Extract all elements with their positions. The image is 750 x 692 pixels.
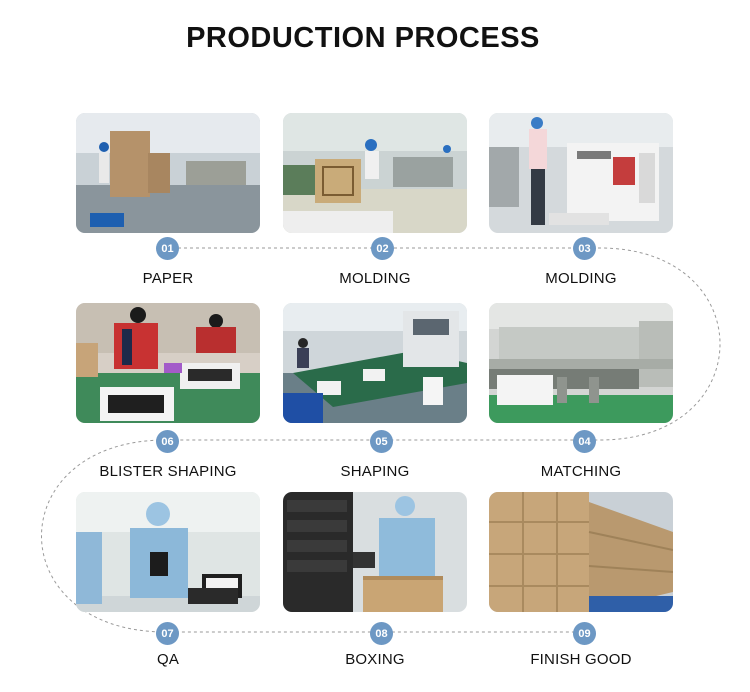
boxing-photo: 08 xyxy=(283,492,467,645)
molding-photo-1: 02 xyxy=(283,113,467,260)
step-finish-good: 09 FINISH GOOD xyxy=(489,492,673,668)
step-matching: 04 MATCHING xyxy=(489,303,673,480)
paper-photo: 01 xyxy=(76,113,260,260)
step-blister-shaping: 06 BLISTER SHAPING xyxy=(76,303,260,480)
step-label: FINISH GOOD xyxy=(530,651,632,668)
step-label: PAPER xyxy=(142,270,194,287)
page-title: PRODUCTION PROCESS xyxy=(186,22,540,54)
step-number-badge: 04 xyxy=(573,430,596,453)
step-qa: 07 QA xyxy=(76,492,260,668)
step-label: MATCHING xyxy=(540,463,622,480)
step-label: QA xyxy=(156,651,180,668)
matching-photo: 04 xyxy=(489,303,673,453)
step-label: MOLDING xyxy=(545,270,617,287)
blister-shaping-photo: 06 xyxy=(76,303,260,453)
step-molding-2: 03 MOLDING xyxy=(489,113,673,287)
step-number-badge: 03 xyxy=(573,237,596,260)
step-molding-1: 02 MOLDING xyxy=(283,113,467,287)
step-label: BOXING xyxy=(345,651,405,668)
step-number-badge: 08 xyxy=(370,622,393,645)
step-number-badge: 02 xyxy=(371,237,394,260)
qa-photo: 07 xyxy=(76,492,260,645)
step-label: MOLDING xyxy=(339,270,411,287)
step-shaping: 05 SHAPING xyxy=(283,303,467,480)
molding-photo-2: 03 xyxy=(489,113,673,260)
step-number-badge: 05 xyxy=(370,430,393,453)
shaping-photo: 05 xyxy=(283,303,467,453)
step-label: BLISTER SHAPING xyxy=(99,463,237,480)
finish-good-photo: 09 xyxy=(489,492,673,645)
step-number-badge: 01 xyxy=(156,237,179,260)
step-number-badge: 09 xyxy=(573,622,596,645)
step-paper: 01 PAPER xyxy=(76,113,260,287)
step-label: SHAPING xyxy=(340,463,410,480)
step-number-badge: 06 xyxy=(156,430,179,453)
step-number-badge: 07 xyxy=(156,622,179,645)
step-boxing: 08 BOXING xyxy=(283,492,467,668)
